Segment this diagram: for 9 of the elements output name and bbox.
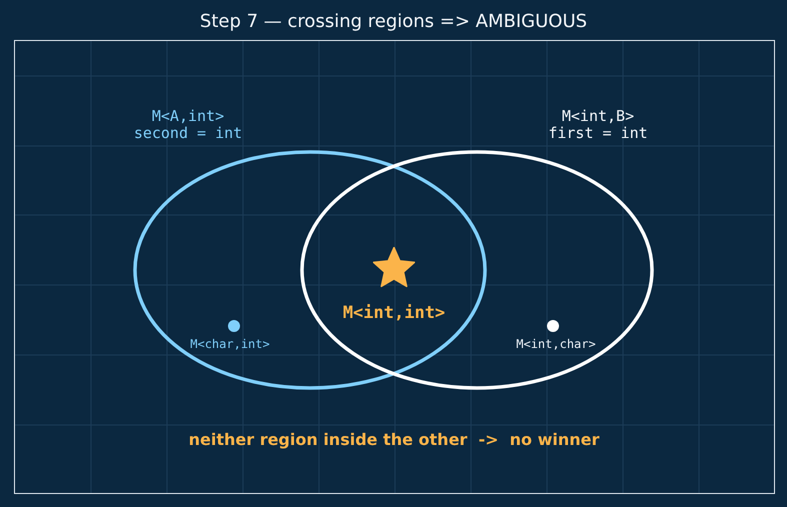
point-label: M<int,char> — [516, 336, 596, 352]
region-label: first = int — [548, 125, 648, 142]
point-label: M<char,int> — [190, 336, 270, 352]
intersection-label: M<int,int> — [342, 302, 446, 324]
region-label: second = int — [134, 125, 242, 142]
region-label: M<int,B> — [562, 108, 634, 125]
title: Step 7 — crossing regions => AMBIGUOUS — [200, 10, 588, 34]
region-label: M<A,int> — [152, 108, 224, 125]
conclusion-note: neither region inside the other -> no winner — [188, 429, 600, 451]
